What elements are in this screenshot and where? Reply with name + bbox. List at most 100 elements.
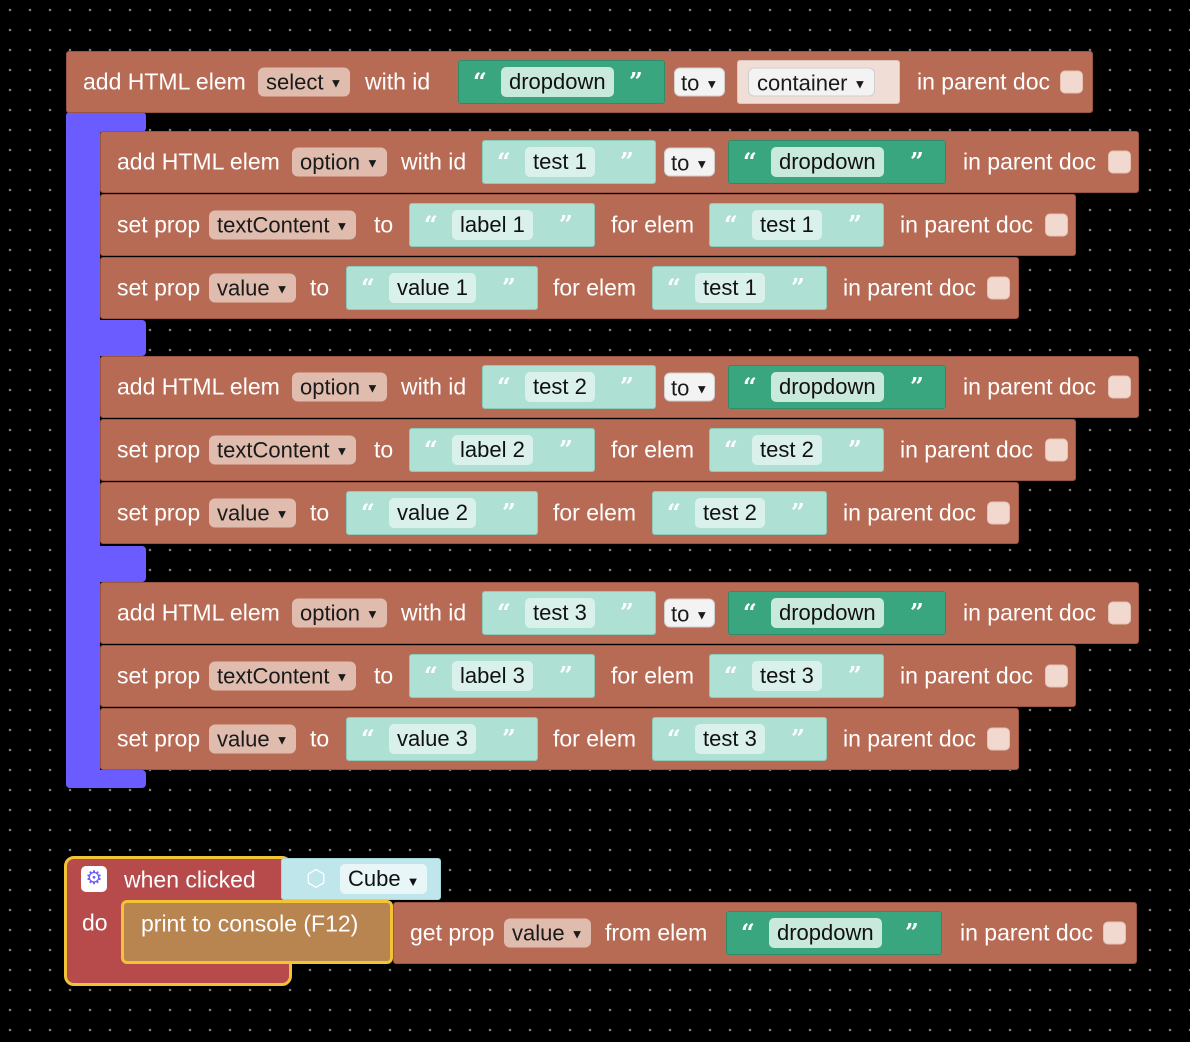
elem-string-block[interactable]: “ dropdown ”	[726, 911, 942, 955]
prop-dropdown[interactable]: textContent▼	[209, 435, 357, 465]
prop-dropdown[interactable]: value▼	[209, 724, 297, 754]
parent-string-block[interactable]: “dropdown”	[728, 591, 946, 635]
elem-string-value[interactable]: dropdown	[769, 918, 882, 948]
value-string-block[interactable]: “value 3”	[346, 717, 538, 761]
tag-dropdown[interactable]: option▼	[292, 372, 387, 402]
open-quote-icon: “	[667, 498, 681, 527]
gear-icon[interactable]: ⚙	[81, 866, 107, 892]
for-elem-label: for elem	[611, 211, 695, 238]
elem-string-block-value[interactable]: test 1	[695, 273, 765, 303]
parent-doc-checkbox[interactable]	[1045, 438, 1068, 462]
tag-dropdown[interactable]: option▼	[292, 598, 387, 628]
parent-string-block[interactable]: “dropdown”	[728, 140, 946, 184]
prop-dropdown[interactable]: textContent▼	[209, 661, 357, 691]
prop-dropdown-value: textContent	[217, 663, 330, 689]
object-dropdown[interactable]: Cube▼	[340, 864, 428, 894]
value-string-block[interactable]: “value 1”	[346, 266, 538, 310]
to-dropdown[interactable]: to▼	[664, 372, 716, 402]
parent-doc-checkbox[interactable]	[1108, 601, 1131, 625]
id-string-block-value[interactable]: test 3	[525, 598, 595, 628]
prop-dropdown[interactable]: textContent▼	[209, 210, 357, 240]
text-string-block[interactable]: “label 3”	[409, 654, 595, 698]
elem-string-block-value[interactable]: test 3	[695, 724, 765, 754]
parent-string-block-value[interactable]: dropdown	[771, 372, 884, 402]
text-string-block-value[interactable]: label 3	[452, 661, 533, 691]
elem-string-block-value[interactable]: test 2	[752, 435, 822, 465]
close-quote-icon: ”	[910, 372, 924, 401]
value-string-block-value[interactable]: value 3	[389, 724, 476, 754]
parent-doc-checkbox[interactable]	[1045, 664, 1068, 688]
id-string-block-value[interactable]: test 2	[525, 372, 595, 402]
value-string-block-value[interactable]: value 1	[389, 273, 476, 303]
parent-doc-checkbox[interactable]	[1108, 375, 1131, 399]
parent-doc-checkbox[interactable]	[1045, 213, 1068, 237]
parent-string-block[interactable]: “dropdown”	[728, 365, 946, 409]
chevron-down-icon: ▼	[853, 76, 867, 92]
elem-string-block-value[interactable]: test 2	[695, 498, 765, 528]
elem-string-block[interactable]: “test 1”	[709, 203, 884, 247]
statement-wrapper-sep-1	[66, 320, 146, 356]
to-label: to	[374, 211, 394, 238]
parent-doc-checkbox[interactable]	[987, 727, 1010, 751]
chevron-down-icon: ▼	[365, 380, 379, 396]
parent-doc-checkbox[interactable]	[987, 276, 1010, 300]
parent-doc-checkbox[interactable]	[1060, 70, 1083, 94]
get-prop-block[interactable]: get prop value▼ from elem “ dropdown ” i…	[393, 902, 1137, 964]
parent-dropdown[interactable]: container▼	[748, 67, 876, 97]
do-label: do	[82, 909, 108, 936]
elem-string-block[interactable]: “test 3”	[652, 717, 827, 761]
id-string-block[interactable]: “test 3”	[482, 591, 656, 635]
id-string-block[interactable]: “test 2”	[482, 365, 656, 409]
text-string-block-value[interactable]: label 2	[452, 435, 533, 465]
parent-doc-checkbox[interactable]	[987, 501, 1010, 525]
elem-string-block[interactable]: “test 3”	[709, 654, 884, 698]
add-select-block[interactable]: add HTML elem select▼ with id “ dropdown…	[66, 51, 1093, 113]
value-string-block-value[interactable]: value 2	[389, 498, 476, 528]
elem-string-block[interactable]: “test 2”	[709, 428, 884, 472]
to-dropdown[interactable]: to▼	[664, 147, 716, 177]
parent-string-block-value[interactable]: dropdown	[771, 598, 884, 628]
elem-string-block[interactable]: “test 2”	[652, 491, 827, 535]
id-string-block[interactable]: “test 1”	[482, 140, 656, 184]
print-block[interactable]	[121, 900, 393, 964]
close-quote-icon: ”	[559, 210, 573, 239]
parent-block[interactable]: container▼	[737, 60, 900, 104]
text-string-block-value[interactable]: label 1	[452, 210, 533, 240]
elem-string-block[interactable]: “test 1”	[652, 266, 827, 310]
prop-dropdown[interactable]: value▼	[209, 498, 297, 528]
to-dropdown[interactable]: to▼	[674, 67, 726, 97]
parent-string-block-value[interactable]: dropdown	[771, 147, 884, 177]
block-label: set prop	[117, 499, 201, 526]
value-string-block[interactable]: “value 2”	[346, 491, 538, 535]
elem-string-block-value[interactable]: test 1	[752, 210, 822, 240]
object-selector[interactable]: ⬡ Cube▼	[281, 858, 441, 900]
to-dropdown[interactable]: to▼	[664, 598, 716, 628]
elem-string-block-value[interactable]: test 3	[752, 661, 822, 691]
prop-dropdown[interactable]: value▼	[209, 273, 297, 303]
id-string-block[interactable]: “ dropdown ”	[458, 60, 665, 104]
close-quote-icon: ”	[910, 598, 924, 627]
tag-dropdown[interactable]: select▼	[258, 67, 351, 97]
text-string-block[interactable]: “label 2”	[409, 428, 595, 472]
chevron-down-icon: ▼	[695, 156, 709, 172]
id-string-block-value[interactable]: test 1	[525, 147, 595, 177]
id-string-value[interactable]: dropdown	[501, 67, 614, 97]
suffix-label: in parent doc	[900, 436, 1033, 463]
statement-wrapper[interactable]	[66, 112, 100, 788]
text-string-block[interactable]: “label 1”	[409, 203, 595, 247]
parent-doc-checkbox[interactable]	[1103, 921, 1126, 945]
prop-dropdown[interactable]: value▼	[504, 918, 592, 948]
parent-doc-checkbox[interactable]	[1108, 150, 1131, 174]
tag-dropdown[interactable]: option▼	[292, 147, 387, 177]
object-dropdown-value: Cube	[348, 866, 401, 891]
for-elem-label: for elem	[553, 274, 637, 301]
